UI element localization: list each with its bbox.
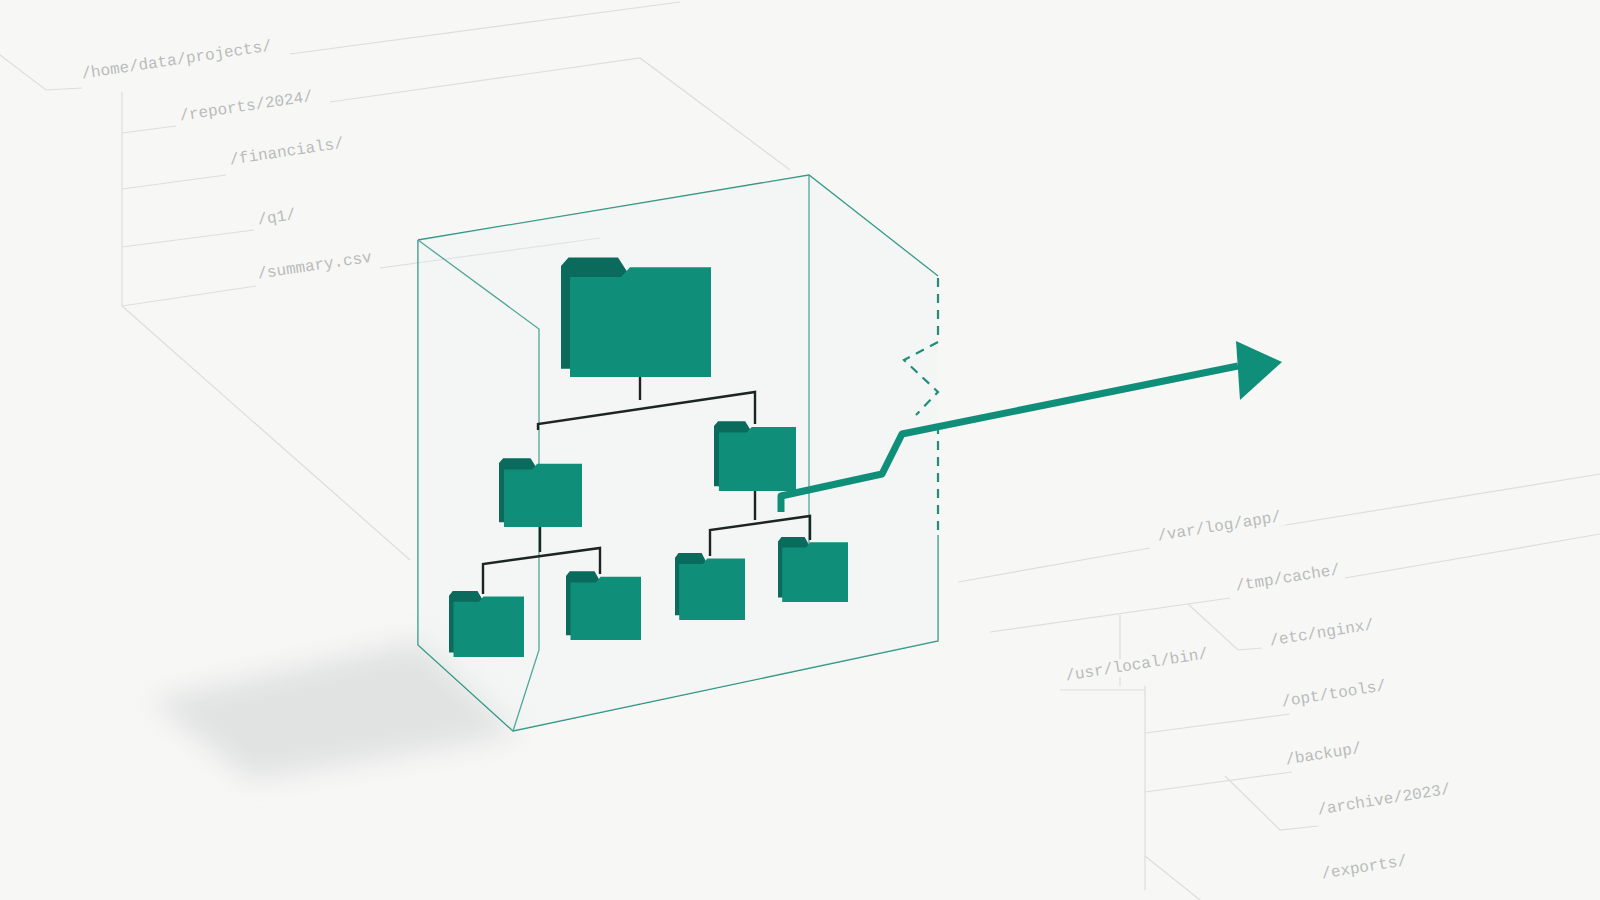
broken-edge	[904, 278, 938, 535]
path-label: /summary.csv	[253, 248, 376, 284]
path-label: /etc/nginx/	[1265, 616, 1378, 651]
escape-arrow	[781, 341, 1282, 512]
path-label: /tmp/cache/	[1231, 561, 1344, 596]
path-label: /q1/	[253, 206, 300, 230]
glass-box	[418, 175, 938, 731]
path-label: /archive/2023/	[1313, 780, 1455, 820]
path-label: /home/data/projects/	[77, 37, 276, 84]
path-label: /opt/tools/	[1277, 677, 1390, 712]
path-label: /usr/local/bin/	[1061, 645, 1212, 686]
path-label: /financials/	[225, 134, 348, 170]
glass-fill	[418, 175, 938, 731]
path-label: /reports/2024/	[175, 87, 317, 126]
path-label: /exports/	[1317, 852, 1411, 884]
folder-icons	[449, 258, 848, 657]
path-label: /backup/	[1281, 739, 1366, 770]
path-label: /var/log/app/	[1153, 508, 1285, 546]
tree-lines	[483, 372, 810, 594]
